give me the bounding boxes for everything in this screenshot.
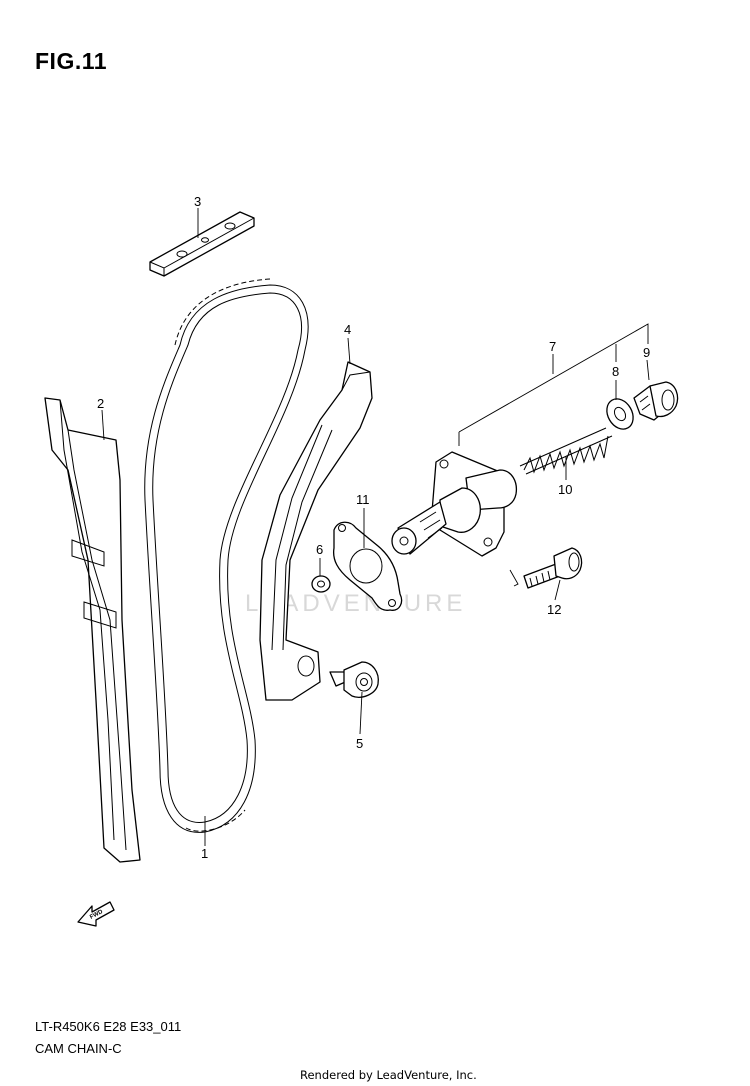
pivot-bolt-part[interactable] bbox=[329, 661, 379, 698]
washer-small-part[interactable] bbox=[311, 575, 331, 593]
tensioner-gasket-part[interactable] bbox=[332, 521, 403, 611]
callout-3: 3 bbox=[194, 194, 201, 209]
callout-12: 12 bbox=[547, 602, 561, 617]
tensioner-assembly-part[interactable] bbox=[391, 451, 518, 557]
render-credit: Rendered by LeadVenture, Inc. bbox=[300, 1068, 477, 1082]
callout-5: 5 bbox=[356, 736, 363, 751]
callout-4: 4 bbox=[344, 322, 351, 337]
tensioner-arm-part[interactable] bbox=[259, 361, 373, 701]
gasket-washer-part[interactable] bbox=[602, 394, 639, 434]
cam-chain-part[interactable] bbox=[144, 278, 309, 833]
cap-bolt-part[interactable] bbox=[633, 381, 679, 421]
callout-1: 1 bbox=[201, 846, 208, 861]
callout-2: 2 bbox=[97, 396, 104, 411]
fwd-arrow-icon: FWD bbox=[77, 901, 115, 927]
leader-lines bbox=[101, 208, 650, 846]
mounting-bolt-part[interactable] bbox=[509, 547, 583, 589]
callouts: 3 2 4 1 5 6 11 7 8 9 10 12 bbox=[97, 194, 650, 861]
callout-7: 7 bbox=[549, 339, 556, 354]
chain-guide-part[interactable] bbox=[44, 397, 141, 863]
figure-title: FIG.11 bbox=[35, 48, 108, 74]
spring-part[interactable] bbox=[519, 427, 613, 475]
callout-9: 9 bbox=[643, 345, 650, 360]
guide-plate-part[interactable] bbox=[149, 211, 255, 277]
callout-10: 10 bbox=[558, 482, 572, 497]
callout-11: 11 bbox=[356, 492, 370, 507]
callout-8: 8 bbox=[612, 364, 619, 379]
section-name: CAM CHAIN-C bbox=[35, 1041, 122, 1056]
callout-6: 6 bbox=[316, 542, 323, 557]
model-code: LT-R450K6 E28 E33_011 bbox=[35, 1019, 182, 1034]
